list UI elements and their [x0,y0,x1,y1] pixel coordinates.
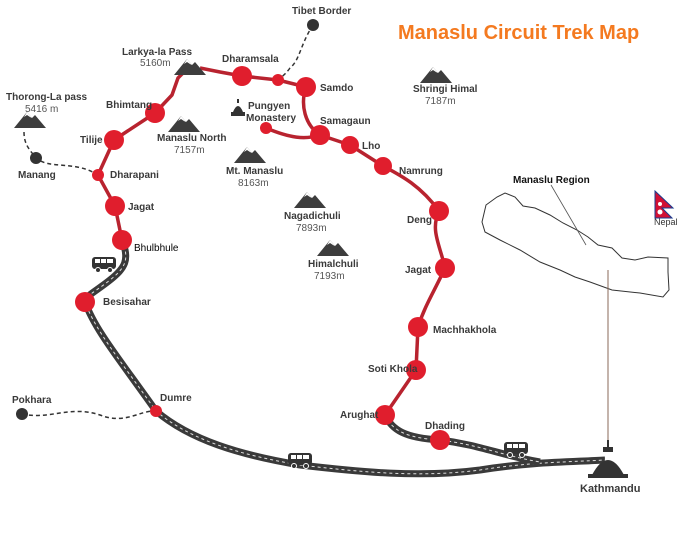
label-pokhara: Pokhara [12,395,52,406]
label-dharamsala: Dharamsala [222,54,279,65]
stop-junction[interactable] [272,74,284,86]
label-machhakhola: Machhakhola [433,325,497,336]
stop-machhakhola[interactable] [408,317,428,337]
label-besisahar: Besisahar [103,297,151,308]
mountain-icon [420,67,452,83]
label-tibet-border: Tibet Border [292,6,351,17]
label-larkya-pass: Larkya-la Pass [122,47,192,58]
stop-bhimtang[interactable] [145,103,165,123]
road [81,238,606,478]
label-dumre: Dumre [160,393,192,404]
label-dhading: Dhading [425,421,465,432]
label-peak-name: Himalchuli [308,259,359,270]
label-thorong-pass: Thorong-La pass [6,92,88,103]
label-peak-altitude: 7157m [174,145,205,156]
bus-icon [91,256,117,273]
mountain-icon [317,240,349,256]
label-samdo: Samdo [320,83,353,94]
nepal-outline [481,192,670,298]
mountain-icon [294,192,326,208]
stop-pokhara[interactable] [16,408,28,420]
label-monastery-2: Monastery [246,113,296,124]
stop-deng[interactable] [429,201,449,221]
stop-dumre[interactable] [150,405,162,417]
label-lho: Lho [362,141,380,152]
label-jagat-east: Jagat [405,265,432,276]
label-peak-altitude: 7187m [425,96,456,107]
stop-soti-khola[interactable] [406,360,426,380]
stop-besisahar[interactable] [75,292,95,312]
label-nepal: Nepal [654,217,678,227]
region-pointer [550,184,587,246]
stop-pungyen[interactable] [260,122,272,134]
label-samagaun: Samagaun [320,116,371,127]
stop-markers [75,66,455,450]
label-peak-name: Mt. Manaslu [226,166,283,177]
stop-arughat[interactable] [375,405,395,425]
tibet-trail [277,24,314,81]
label-monastery-1: Pungyen [248,101,290,112]
stop-bhulbhule[interactable] [112,230,132,250]
map-title: Manaslu Circuit Trek Map [398,22,639,44]
mountain-icon [168,116,200,132]
stop-samdo[interactable] [296,77,316,97]
stop-dhading[interactable] [430,430,450,450]
label-peak-altitude: 7193m [314,271,345,282]
stop-dharamsala[interactable] [232,66,252,86]
label-deng: Deng [407,215,432,226]
stop-samagaun[interactable] [310,125,330,145]
stop-tibet-border[interactable] [307,19,319,31]
label-soti-khola: Soti Khola [368,364,418,375]
stop-lho[interactable] [341,136,359,154]
stop-manang[interactable] [30,152,42,164]
label-peak-name: Nagadichuli [284,211,341,222]
stop-dharapani[interactable] [92,169,104,181]
label-tilije: Tilije [80,135,103,146]
stupa-icon [588,440,628,478]
label-jagat-west: Jagat [128,202,155,213]
monastery-icon [231,99,245,116]
label-bhulbhule: Bhulbhule [134,243,179,254]
label-dharapani: Dharapani [110,170,159,181]
label-peak-name: Shringi Himal [413,84,478,95]
label-manang: Manang [18,170,56,181]
label-bhimtang: Bhimtang [106,100,152,111]
nepal-flag-icon [654,189,675,219]
mountain-icon [234,147,266,163]
stop-tilije[interactable] [104,130,124,150]
label-arughat: Arughat [340,410,379,421]
label-manaslu-region: Manaslu Region [513,175,590,186]
label-peak-altitude: 7893m [296,223,327,234]
stop-namrung[interactable] [374,157,392,175]
pokhara-trail [21,410,157,420]
label-peak-altitude: 8163m [238,178,269,189]
label-peak-name: Manaslu North [157,133,226,144]
label-larkya-altitude: 5160m [140,58,171,69]
label-namrung: Namrung [399,166,443,177]
label-thorong-altitude: 5416 m [25,104,58,115]
stop-jagat-east[interactable] [435,258,455,278]
label-kathmandu: Kathmandu [580,483,641,495]
stop-jagat-west[interactable] [105,196,125,216]
